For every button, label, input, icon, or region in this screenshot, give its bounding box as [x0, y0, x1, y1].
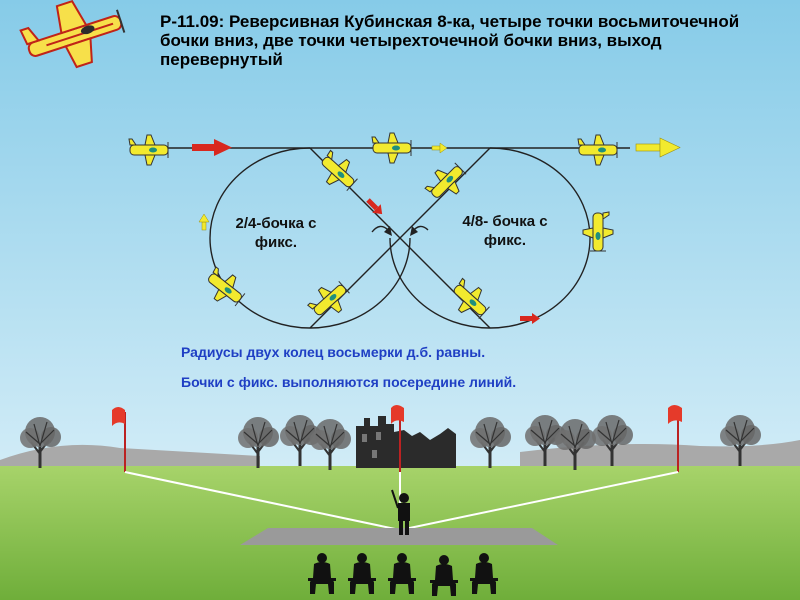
- sight-line: [124, 471, 401, 531]
- flag-icon: [668, 405, 682, 472]
- hill-left: [0, 444, 260, 470]
- judging-area: [240, 528, 558, 545]
- pilot-icon: [391, 489, 410, 535]
- entry-arrow-icon: [192, 139, 232, 156]
- left-loop-label: 2/4-бочка с фикс.: [235, 215, 317, 251]
- small-arrow-icon: [366, 198, 383, 215]
- page-title: Р-11.09: Реверсивная Кубинская 8-ка, чет…: [160, 12, 740, 69]
- direction-arrow-icon: [384, 226, 392, 236]
- small-arrow-icon: [198, 213, 210, 231]
- flag-icon: [391, 405, 404, 472]
- right-loop-label: 4/8- бочка с фикс.: [462, 213, 548, 249]
- small-arrow-icon: [431, 142, 448, 154]
- small-arrow-icon: [520, 313, 540, 324]
- note-radius: Радиусы двух колец восьмерки д.б. равны.: [181, 344, 486, 360]
- sight-line: [399, 471, 679, 531]
- aerobatic-plane-icon: [19, 0, 126, 69]
- flag-icon: [112, 407, 126, 472]
- castle-ruin-icon: [356, 416, 456, 468]
- note-rolls: Бочки с фикс. выполняются посередине лин…: [181, 374, 517, 390]
- exit-arrow-icon: [635, 137, 681, 158]
- direction-arrow-icon: [410, 226, 418, 236]
